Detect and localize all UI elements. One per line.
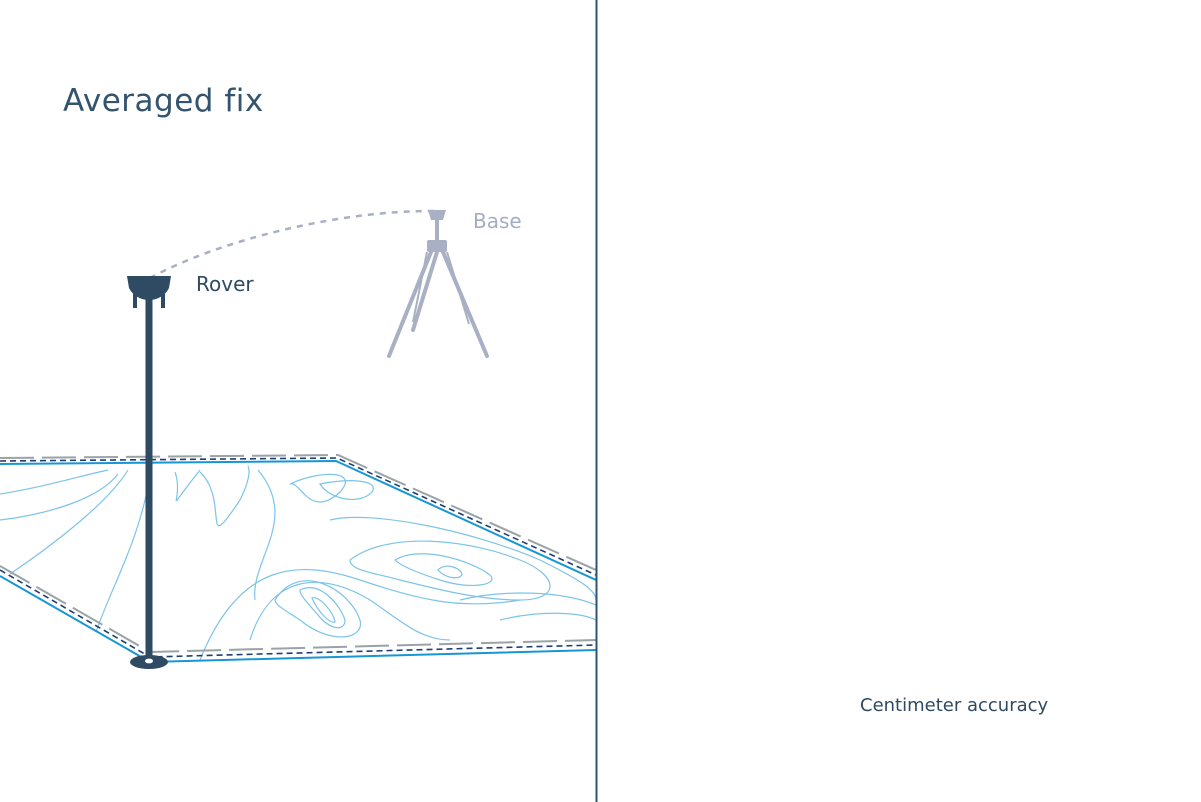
base-label: Base bbox=[473, 209, 522, 233]
base-tripod-icon bbox=[1000, 210, 1098, 356]
averaged-ground-point bbox=[759, 662, 795, 676]
accuracy-label: Centimeter accuracy bbox=[860, 695, 1049, 716]
survey-ground-plane-icon bbox=[0, 454, 596, 663]
fix-point-1 bbox=[745, 649, 777, 663]
panel-single-fix bbox=[0, 208, 596, 669]
page-title: Averaged fix bbox=[63, 83, 264, 119]
rover-receiver-icon bbox=[127, 276, 171, 658]
rover-receiver-icon bbox=[754, 280, 798, 662]
rover-label: Rover bbox=[196, 272, 254, 296]
survey-ground-plane-icon bbox=[597, 455, 1193, 662]
fix-point-2 bbox=[776, 653, 804, 665]
panel-averaged-fix bbox=[597, 210, 1193, 718]
